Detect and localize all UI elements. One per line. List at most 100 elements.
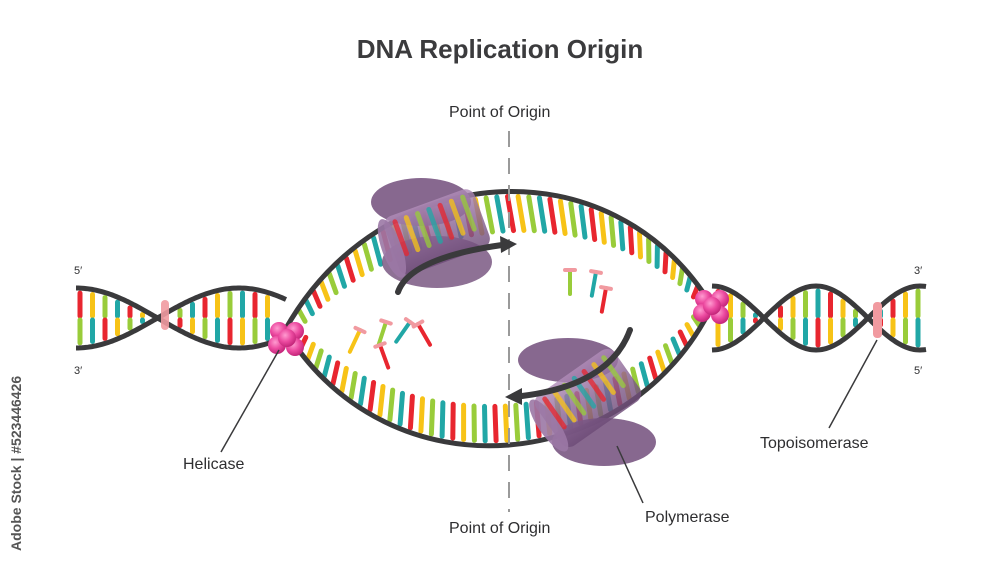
free-nucleotides — [347, 268, 613, 370]
arrowhead-bottom — [505, 388, 522, 405]
polymerase-pointer — [616, 445, 644, 504]
base-segment — [670, 258, 677, 280]
base-segment — [482, 403, 488, 444]
helicase-right — [693, 290, 729, 324]
end-right-bottom: 5′ — [914, 365, 923, 377]
base-segment — [428, 398, 436, 437]
free-nucleotide — [599, 285, 613, 314]
label-topoisomerase: Topoisomerase — [760, 435, 869, 452]
polymerase-top-bases — [392, 194, 477, 257]
backbone-strand — [282, 304, 715, 449]
topoisomerase-pointer — [828, 339, 878, 429]
label-point-of-origin-bottom: Point of Origin — [449, 520, 551, 537]
free-nucleotide — [411, 319, 432, 347]
base-pairs — [77, 193, 921, 444]
base-segment — [536, 195, 548, 234]
new-strand-arrow-bottom — [519, 327, 633, 399]
base-segment — [684, 275, 693, 293]
base-segment — [677, 329, 689, 348]
base-segment — [513, 402, 521, 442]
base-segment — [691, 314, 703, 329]
base-segment — [526, 194, 537, 234]
base-segment — [313, 348, 324, 370]
base-segment — [367, 380, 377, 413]
base-segment — [684, 322, 696, 339]
base-segment — [618, 219, 626, 252]
watermark-text: Adobe Stock | #523446426 — [8, 375, 24, 551]
diagram-title: DNA Replication Origin — [356, 34, 644, 64]
base-segment — [494, 194, 506, 234]
base-segment — [588, 207, 598, 242]
base-segment — [557, 198, 568, 236]
base-segment — [407, 393, 415, 431]
base-segment — [348, 371, 358, 401]
base-segment — [335, 263, 347, 289]
base-segment — [326, 271, 339, 296]
free-nucleotide — [563, 268, 577, 296]
base-segment — [339, 365, 349, 394]
base-segment — [598, 210, 607, 245]
base-segment — [358, 375, 367, 407]
base-segment — [662, 250, 669, 275]
backbone-strand — [282, 189, 715, 332]
arrowhead-top — [500, 236, 517, 253]
topoisomerase-marker-left — [161, 300, 169, 330]
free-nucleotide — [589, 269, 603, 298]
base-segment — [361, 241, 374, 272]
base-segment — [670, 336, 682, 357]
base-segment — [627, 224, 635, 256]
helicase-left — [268, 322, 304, 356]
end-left-bottom: 3′ — [74, 365, 83, 377]
backbone-strand — [711, 283, 927, 353]
base-segment — [397, 390, 405, 427]
base-segment — [647, 355, 659, 381]
base-segment — [568, 200, 578, 238]
base-segment — [296, 307, 308, 324]
base-segment — [677, 266, 685, 287]
helicase-pointer — [220, 349, 280, 453]
backbone-strand — [76, 285, 288, 351]
base-segment — [311, 288, 323, 309]
backbones — [76, 189, 927, 449]
base-segment — [321, 354, 332, 379]
base-segment — [637, 230, 643, 260]
base-segment — [418, 396, 425, 434]
backbone-strand — [711, 283, 927, 353]
base-segment — [371, 235, 384, 267]
free-nucleotide — [347, 325, 367, 354]
base-segment — [608, 215, 617, 248]
base-segment — [439, 400, 446, 439]
base-segment — [343, 255, 356, 283]
new-strand-arrow-top — [395, 242, 505, 295]
base-segment — [655, 349, 667, 373]
base-segment — [578, 203, 588, 240]
base-segment — [502, 403, 510, 443]
helicase-subunit — [703, 297, 721, 315]
label-point-of-origin-top: Point of Origin — [449, 104, 551, 121]
label-helicase: Helicase — [183, 456, 245, 473]
base-segment — [377, 384, 386, 418]
base-segment — [663, 343, 675, 365]
helicase-subunit — [278, 329, 296, 347]
label-polymerase: Polymerase — [645, 509, 730, 526]
base-segment — [352, 248, 365, 278]
end-right-top: 3′ — [914, 265, 923, 277]
free-nucleotide — [373, 341, 391, 370]
base-segment — [330, 360, 341, 387]
base-segment — [690, 284, 700, 300]
free-nucleotide — [394, 317, 417, 344]
base-segment — [303, 298, 315, 317]
base-segment — [318, 279, 331, 302]
free-nucleotide — [376, 318, 393, 347]
backbone-strand — [76, 285, 288, 351]
topoisomerase-marker — [873, 302, 882, 338]
base-segment — [523, 401, 531, 441]
base-segment — [387, 387, 396, 423]
base-segment — [638, 361, 650, 388]
base-segment — [515, 193, 527, 233]
base-segment — [547, 196, 558, 235]
base-segment — [305, 341, 316, 362]
base-segment — [483, 195, 495, 235]
base-segment — [492, 403, 499, 444]
